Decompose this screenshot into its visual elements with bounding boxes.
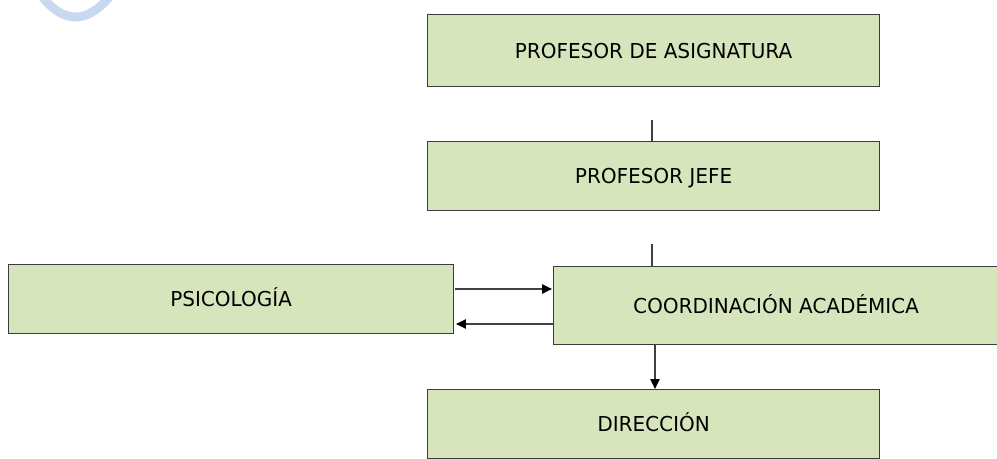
node-label: PSICOLOGÍA (170, 287, 292, 311)
node-label: PROFESOR JEFE (574, 164, 733, 188)
node-label: DIRECCIÓN (597, 412, 710, 436)
node-label: COORDINACIÓN ACADÉMICA (633, 293, 919, 318)
node-coordinacion-academica: COORDINACIÓN ACADÉMICA (553, 266, 997, 345)
node-direccion: DIRECCIÓN (427, 389, 880, 459)
node-profesor-de-asignatura: PROFESOR DE ASIGNATURA (427, 14, 880, 87)
node-psicologia: PSICOLOGÍA (8, 264, 454, 334)
node-profesor-jefe: PROFESOR JEFE (427, 141, 880, 211)
node-label: PROFESOR DE ASIGNATURA (514, 38, 793, 63)
logo-watermark-arc (39, 0, 113, 22)
